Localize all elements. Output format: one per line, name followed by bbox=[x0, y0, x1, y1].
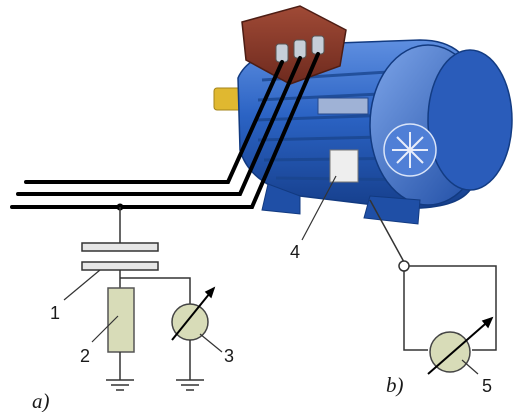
motor-foot bbox=[363, 195, 421, 225]
circuit-a bbox=[81, 203, 216, 391]
motor-foot bbox=[261, 183, 301, 215]
capacitor-plate bbox=[81, 242, 159, 252]
ground-icon bbox=[106, 379, 134, 391]
panel-label-a: a) bbox=[32, 389, 50, 412]
callout-1: 1 bbox=[50, 303, 60, 323]
meter-gauge-icon bbox=[429, 331, 471, 373]
electric-motor bbox=[213, 5, 513, 225]
connection-node bbox=[398, 260, 410, 272]
nameplate bbox=[317, 97, 369, 115]
measuring-resistor bbox=[107, 287, 135, 353]
callout-3: 3 bbox=[224, 346, 234, 366]
panel-label-b: b) bbox=[386, 373, 404, 397]
callout-leaders bbox=[63, 175, 479, 375]
fan-cover bbox=[427, 49, 513, 191]
ground-icon bbox=[176, 379, 204, 391]
callout-4: 4 bbox=[290, 242, 300, 262]
callout-2: 2 bbox=[80, 346, 90, 366]
circuit-b bbox=[369, 199, 497, 375]
capacitor-plate bbox=[81, 261, 159, 271]
terminal-connectors bbox=[275, 35, 325, 63]
power-conductors bbox=[10, 52, 320, 209]
sensor-box bbox=[329, 149, 359, 183]
callout-5: 5 bbox=[482, 376, 492, 396]
